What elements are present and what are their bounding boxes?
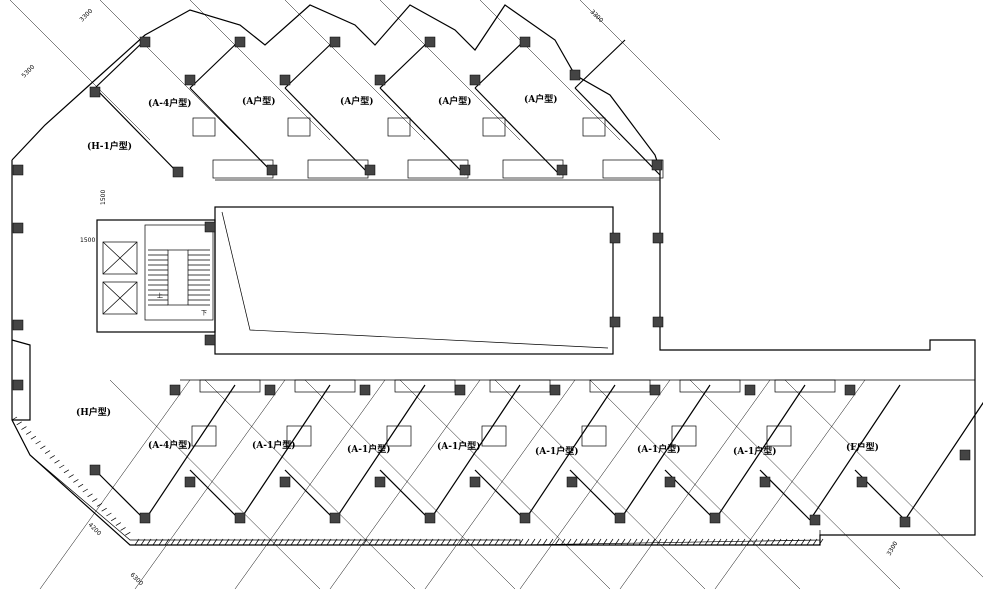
unit-label-bottom-4: (A-1户型) [437,440,481,452]
dim-label-1: 3300 [78,8,94,24]
dim-label-8: 1500 [100,190,107,205]
unit-label-bottom-8: (F户型) [846,441,879,453]
dim-label-3: 1500 [80,237,95,244]
courtyard-void [214,206,614,355]
unit-label-bottom-6: (A-1户型) [637,443,681,455]
dim-label-2: 5300 [20,64,36,80]
structural-columns [12,36,971,528]
building-walls [11,4,976,546]
stair-well [144,224,214,321]
unit-label-bottom-1: (A-4户型) [148,439,192,451]
elevator-core [96,219,216,333]
dim-label-6: 6300 [129,571,145,587]
elevator-1 [102,241,138,275]
unit-label-bottom-2: (A-1户型) [252,439,296,451]
unit-label-top-3: (A户型) [340,95,374,107]
dimension-labels: 3300 5300 1500 3300 4200 6300 3300 1500 … [20,8,899,588]
unit-label-top-1: (A-4户型) [148,97,192,109]
dim-label-5: 4200 [87,521,103,537]
axis-grid [9,0,983,589]
unit-label-bottom-5: (A-1户型) [535,445,579,457]
unit-label-top-4: (A户型) [438,95,472,107]
elevator-2 [102,281,138,315]
dim-label-7: 3300 [886,540,900,557]
unit-label-h: (H户型) [76,406,111,418]
unit-label-bottom-7: (A-1户型) [733,445,777,457]
stair-up-mark: 上 [157,292,163,300]
stair-down-mark: 下 [201,310,207,317]
unit-labels: (A-4户型) (A户型) (A户型) (A户型) (A户型) (H-1户型) … [76,93,879,457]
unit-label-top-2: (A户型) [242,95,276,107]
unit-label-top-5: (A户型) [524,93,558,105]
unit-label-bottom-3: (A-1户型) [347,443,391,455]
unit-partitions [94,39,983,521]
unit-label-h1: (H-1户型) [87,140,132,152]
